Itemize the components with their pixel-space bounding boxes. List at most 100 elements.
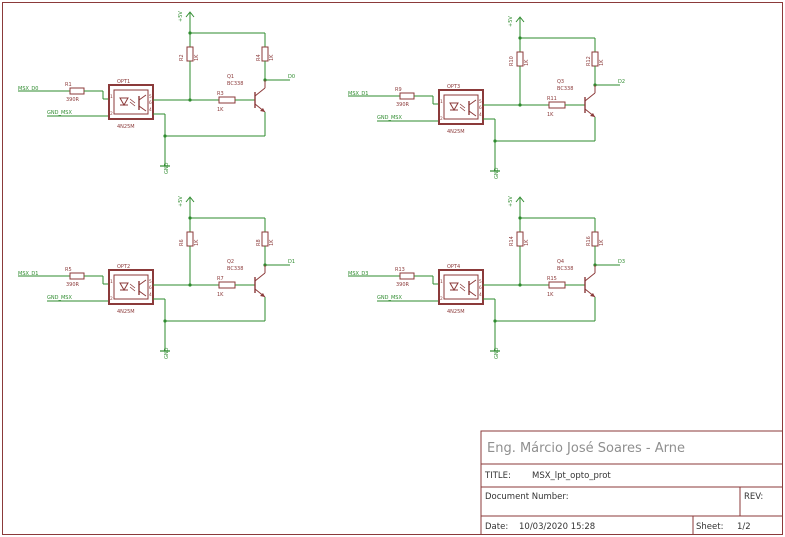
- led-icon: [119, 97, 129, 107]
- transistor-collector: [254, 272, 266, 282]
- vcc-arrow-icon: [515, 196, 525, 203]
- optocoupler-inner: [113, 274, 149, 300]
- collector-resistor: [591, 51, 599, 67]
- title-block: [480, 430, 783, 535]
- optocoupler-ref: OPT1: [117, 79, 130, 85]
- vcc-arrow-icon: [185, 11, 195, 18]
- light-arrow: [129, 98, 136, 104]
- junction-dot: [188, 98, 192, 102]
- junction-dot: [163, 319, 167, 323]
- light-arrow: [459, 106, 466, 112]
- input-resistor-value: 390R: [66, 97, 80, 103]
- collector-resistor-value: 1K: [269, 239, 275, 246]
- input-resistor: [69, 87, 85, 95]
- transistor-ref: Q4: [557, 259, 564, 265]
- junction-dot: [493, 319, 497, 323]
- junction-dot: [163, 134, 167, 138]
- light-arrow: [129, 286, 136, 292]
- pullup-resistor-ref: R6: [179, 239, 185, 246]
- collector-resistor-ref: R12: [586, 56, 592, 66]
- output-net-label: D2: [618, 79, 625, 85]
- collector-resistor-ref: R4: [256, 54, 262, 61]
- collector-resistor-ref: R8: [256, 239, 262, 246]
- optocoupler-body: [108, 269, 154, 305]
- collector-resistor-value: 1K: [599, 59, 605, 66]
- collector-resistor: [261, 231, 269, 247]
- input-resistor: [399, 92, 415, 100]
- author-name: Eng. Márcio José Soares - Arne: [487, 441, 685, 456]
- led-icon: [119, 282, 129, 292]
- transistor-collector: [584, 272, 596, 282]
- light-arrow: [459, 286, 466, 292]
- vcc-label: +5V: [178, 11, 184, 22]
- optocoupler-ref: OPT4: [447, 264, 460, 270]
- title-value: MSX_lpt_opto_prot: [532, 471, 611, 481]
- optocoupler-inner: [113, 89, 149, 115]
- base-resistor-ref: R15: [547, 276, 557, 282]
- pullup-resistor: [516, 231, 524, 247]
- pullup-resistor-ref: R10: [509, 56, 515, 66]
- input-net-label: MSX_D1: [348, 91, 368, 97]
- date-label: Date:: [485, 522, 508, 532]
- pullup-resistor-ref: R2: [179, 54, 185, 61]
- phototransistor-emitter: [468, 110, 477, 117]
- pullup-resistor-value: 1K: [524, 239, 530, 246]
- optocoupler-inner: [443, 94, 479, 120]
- sheet-value: 1/2: [737, 522, 751, 532]
- input-resistor-ref: R1: [65, 82, 72, 88]
- collector-resistor: [591, 231, 599, 247]
- transistor-ref: Q1: [227, 74, 234, 80]
- vcc-label: +5V: [508, 16, 514, 27]
- emitter-arrow-icon: [260, 108, 265, 112]
- pin-number: 4: [479, 112, 482, 118]
- junction-dot: [518, 283, 522, 287]
- optocoupler-ref: OPT2: [117, 264, 130, 270]
- input-resistor-ref: R13: [395, 267, 405, 273]
- gnd-msx-label: GND_MSX: [47, 295, 72, 301]
- pullup-resistor-value: 1K: [524, 59, 530, 66]
- revision-label: REV:: [744, 492, 763, 502]
- pin-number: 6: [149, 285, 152, 291]
- optocoupler-inner: [443, 274, 479, 300]
- gnd-label: GND: [164, 162, 170, 174]
- transistor-type: BC338: [227, 266, 243, 272]
- input-resistor-value: 390R: [66, 282, 80, 288]
- gnd-label: GND: [494, 167, 500, 179]
- pullup-resistor-ref: R14: [509, 236, 515, 246]
- document-number-label: Document Number:: [485, 492, 569, 502]
- optocoupler-type: 4N25M: [447, 309, 465, 315]
- collector-resistor-ref: R16: [586, 236, 592, 246]
- pin-number: 5: [149, 279, 152, 285]
- phototransistor-collector: [138, 279, 147, 286]
- phototransistor-collector: [468, 279, 477, 286]
- transistor-collector: [584, 92, 596, 102]
- junction-dot: [493, 139, 497, 143]
- input-net-label: MSX_D1: [18, 271, 38, 277]
- optocoupler-ref: OPT3: [447, 84, 460, 90]
- transistor-type: BC338: [227, 81, 243, 87]
- led-icon: [449, 282, 459, 292]
- led-icon: [449, 102, 459, 112]
- base-resistor-value: 1K: [547, 292, 554, 298]
- base-resistor-value: 1K: [217, 292, 224, 298]
- gnd-label: GND: [494, 347, 500, 359]
- gnd-msx-label: GND_MSX: [377, 295, 402, 301]
- pullup-resistor: [516, 51, 524, 67]
- junction-dot: [188, 283, 192, 287]
- pullup-resistor-value: 1K: [194, 54, 200, 61]
- base-resistor: [218, 281, 236, 289]
- pullup-resistor: [186, 46, 194, 62]
- collector-resistor-value: 1K: [599, 239, 605, 246]
- optocoupler-type: 4N25M: [447, 129, 465, 135]
- base-resistor-ref: R7: [217, 276, 224, 282]
- pin-number: 6: [479, 285, 482, 291]
- pin-number: 4: [149, 292, 152, 298]
- emitter-arrow-icon: [590, 293, 595, 297]
- transistor-type: BC338: [557, 86, 573, 92]
- pullup-resistor: [186, 231, 194, 247]
- input-resistor: [69, 272, 85, 280]
